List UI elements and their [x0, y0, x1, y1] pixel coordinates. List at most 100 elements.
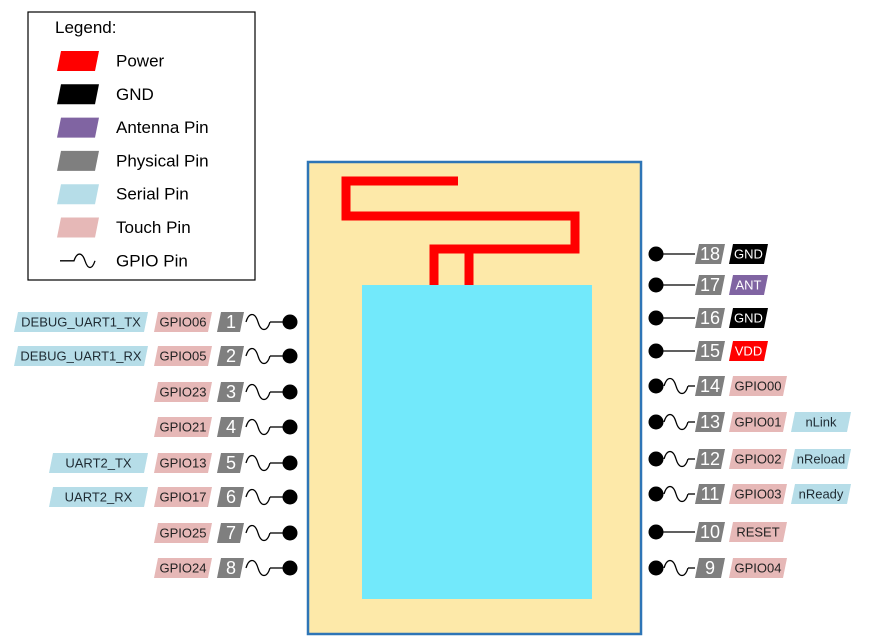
pin-pad	[648, 414, 664, 430]
serial-tag	[49, 453, 148, 473]
pin-pad	[282, 384, 298, 400]
legend-title: Legend:	[55, 18, 116, 37]
module	[306, 160, 643, 636]
gpio-name-label: GPIO23	[160, 385, 207, 400]
legend-item-gnd: GND	[57, 84, 154, 105]
legend-swatch-power	[57, 51, 99, 71]
physical-pin-tag	[217, 487, 244, 507]
pin-number: 15	[700, 341, 720, 361]
pin-pad	[648, 343, 664, 359]
serial-tag	[14, 346, 148, 366]
serial-tag	[791, 449, 851, 469]
physical-pin-tag	[695, 412, 725, 432]
touch-tag	[154, 558, 212, 578]
gpio-wave-icon	[663, 377, 689, 395]
serial-label: DEBUG_UART1_RX	[20, 349, 141, 364]
pin-number: 12	[700, 449, 720, 469]
legend-label: GPIO Pin	[116, 251, 188, 270]
legend-swatch-touch	[57, 217, 99, 238]
pin-function-label: GPIO04	[735, 561, 782, 576]
pin-function-label: GND	[734, 247, 763, 262]
touch-tag	[154, 312, 212, 332]
pin-pad	[648, 524, 664, 540]
pin-number: 7	[226, 523, 236, 543]
touch-tag	[154, 417, 212, 437]
touch-tag	[729, 376, 787, 396]
legend-swatch-physical	[57, 150, 99, 171]
serial-tag	[49, 487, 148, 507]
legend-label: Power	[116, 52, 165, 71]
pin-number: 4	[226, 417, 236, 437]
pin-pad	[282, 525, 298, 541]
pin-pad	[282, 314, 298, 330]
gpio-wave-icon	[663, 559, 689, 577]
pcb-antenna-trace	[341, 176, 580, 285]
gpio-name-label: GPIO25	[160, 526, 207, 541]
gpio-wave-icon	[245, 488, 271, 506]
pin-function-label: GND	[734, 311, 763, 326]
antenna-tag	[729, 275, 768, 295]
gpio-name-label: GPIO17	[160, 490, 207, 505]
pin-number: 10	[700, 522, 720, 542]
pin-number: 5	[226, 453, 236, 473]
pin-number: 18	[700, 244, 720, 264]
legend-swatch-serial	[57, 184, 99, 205]
physical-pin-tag	[695, 484, 725, 504]
pin-function-label: VDD	[735, 344, 762, 359]
right-pin-15: 15 VDD	[648, 341, 768, 361]
pin-pad	[648, 451, 664, 467]
pin-pad	[648, 486, 664, 502]
physical-pin-tag	[217, 312, 244, 332]
rf-shield	[362, 285, 592, 599]
serial-label: nReload	[797, 452, 845, 467]
legend-item-physical: Physical Pin	[57, 150, 209, 171]
physical-pin-tag	[695, 558, 725, 578]
pin-function-label: ANT	[736, 278, 762, 293]
pin-pad	[282, 489, 298, 505]
gpio-wave-icon	[60, 253, 96, 269]
gpio-wave-icon	[245, 559, 271, 577]
touch-tag	[729, 484, 787, 504]
legend-label: Serial Pin	[116, 185, 189, 204]
pin-pad	[282, 419, 298, 435]
pin-number: 14	[700, 376, 720, 396]
touch-tag	[154, 346, 212, 366]
legend-label: Physical Pin	[116, 151, 209, 170]
pin-number: 3	[226, 382, 236, 402]
legend-label: GND	[116, 85, 154, 104]
physical-pin-tag	[695, 449, 725, 469]
gpio-name-label: GPIO13	[160, 456, 207, 471]
pin-pad	[648, 378, 664, 394]
pin-number: 11	[701, 484, 720, 504]
pin-number: 17	[700, 275, 720, 295]
physical-pin-tag	[217, 558, 244, 578]
power-tag	[729, 341, 768, 361]
pin-function-label: GPIO00	[735, 379, 782, 394]
physical-pin-tag	[217, 523, 244, 543]
serial-label: nLink	[805, 415, 837, 430]
gpio-name-label: GPIO21	[160, 420, 207, 435]
pin-pad	[282, 455, 298, 471]
gnd-tag	[729, 308, 768, 328]
touch-tag	[154, 523, 212, 543]
pin-pad	[648, 277, 664, 293]
pin-pad	[648, 246, 664, 262]
touch-tag	[154, 487, 212, 507]
pin-number: 1	[226, 312, 236, 332]
pin-pad	[648, 560, 664, 576]
gpio-wave-icon	[245, 524, 271, 542]
gpio-wave-icon	[663, 485, 689, 503]
serial-label: nReady	[799, 487, 844, 502]
gpio-wave-icon	[245, 383, 271, 401]
pin-pad	[648, 310, 664, 326]
legend-item-serial: Serial Pin	[57, 184, 189, 205]
